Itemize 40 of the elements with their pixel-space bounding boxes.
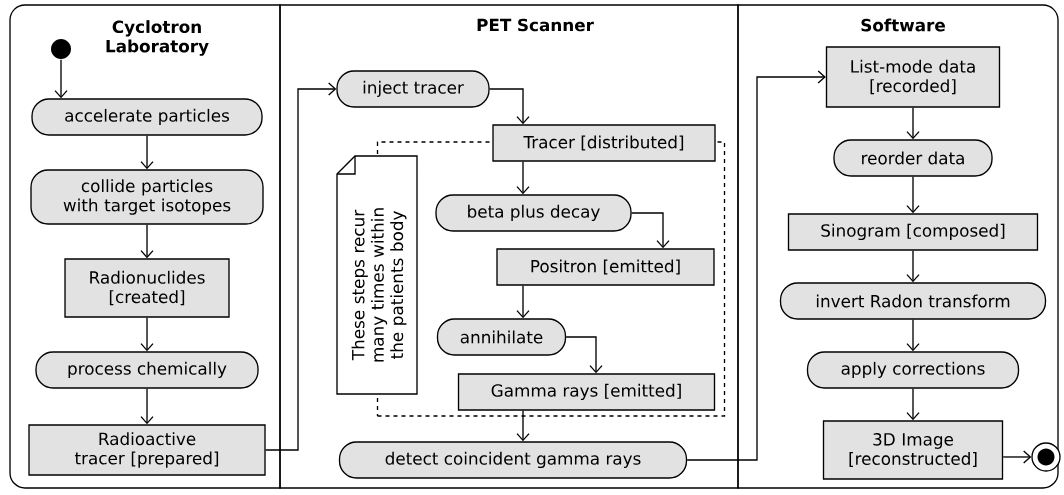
arrow: [489, 88, 530, 125]
arrow: [565, 336, 603, 374]
arrow: [54, 59, 68, 99]
object-box: Radionuclides [created]: [64, 258, 230, 318]
object-box: List-mode data [recorded]: [825, 46, 1001, 108]
action-box: detect coincident gamma rays: [338, 441, 688, 479]
action-box: collide particles with target isotopes: [30, 169, 264, 225]
note: These steps recur many times within the patients body: [336, 155, 418, 395]
arrow: [140, 224, 154, 259]
arrow: [906, 319, 920, 352]
arrow: [516, 161, 530, 195]
arrow: [906, 250, 920, 283]
action-box: annihilate: [436, 318, 567, 356]
end-symbol: [1031, 442, 1061, 472]
action-box: invert Radon transform: [779, 282, 1047, 320]
arrow: [686, 70, 826, 461]
arrow: [140, 388, 154, 425]
arrow: [906, 176, 920, 214]
arrow: [265, 82, 337, 451]
action-box: accelerate particles: [31, 98, 263, 136]
arrow: [906, 107, 920, 140]
arrow: [516, 410, 530, 442]
action-box: inject tracer: [336, 70, 490, 108]
arrow: [516, 285, 530, 319]
object-box: Radioactive tracer [prepared]: [28, 424, 266, 476]
start-dot: [51, 39, 71, 59]
arrow: [1002, 450, 1032, 464]
object-box: Sinogram [composed]: [787, 213, 1039, 251]
arrow: [140, 135, 154, 170]
action-box: beta plus decay: [435, 194, 632, 232]
object-box: Tracer [distributed]: [492, 124, 716, 162]
arrow: [631, 212, 670, 249]
object-box: Gamma rays [emitted]: [457, 373, 716, 411]
action-box: apply corrections: [806, 351, 1020, 389]
arrow: [906, 388, 920, 421]
object-box: 3D Image [reconstructed]: [822, 420, 1004, 480]
action-box: reorder data: [833, 139, 993, 177]
object-box: Positron [emitted]: [496, 248, 715, 286]
action-box: process chemically: [35, 351, 259, 389]
arrow: [140, 317, 154, 352]
